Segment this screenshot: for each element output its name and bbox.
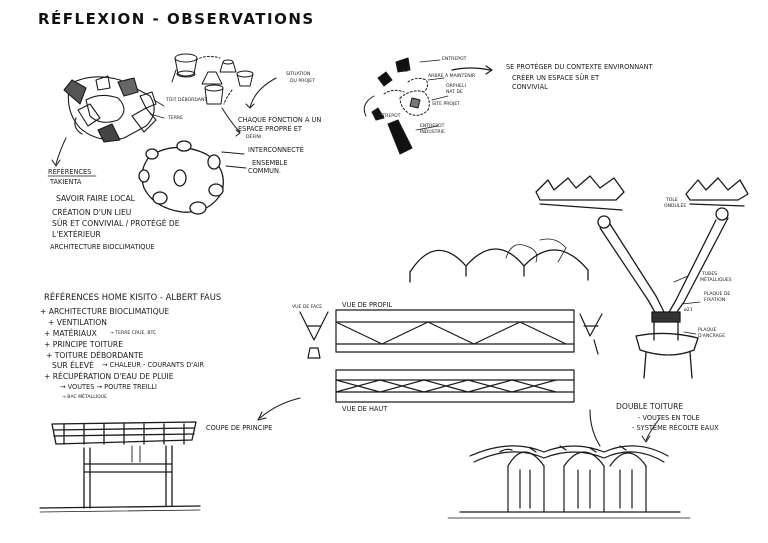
reference-item-2: CRÉATION D'UN LIEU <box>52 208 132 217</box>
arches-drawing <box>409 238 589 283</box>
label-du-projet: DU PROJET <box>290 79 316 84</box>
label-site: SITE <box>398 69 408 74</box>
kisito-sureleve-detail: → CHALEUR - COURANTS D'AIR <box>102 361 205 369</box>
reference-item-1: SAVOIR FAIRE LOCAL <box>56 194 135 203</box>
truss-drawing <box>299 309 603 403</box>
label-defini: DÉFINI <box>246 135 262 140</box>
label-systeme-recolte: - SYSTÈME RÉCOLTE EAUX <box>632 424 719 432</box>
site-plan-drawing <box>363 57 493 155</box>
label-ensemble: ENSEMBLE <box>252 159 288 167</box>
kisito-item-6: SUR ÉLEVÉ <box>52 361 94 370</box>
label-ancrage: D'ANCRAGE <box>698 334 726 339</box>
label-creer-espace: CRÉER UN ESPACE SÛR ET <box>512 74 600 82</box>
label-entrepot-2: ENTREPOT <box>376 114 401 119</box>
kisito-item-5: + TOITURE DÉBORDANTE <box>46 351 144 360</box>
label-arbre: ARBRE À MAINTENIR <box>428 74 476 79</box>
references-title-1: RÉFÉRENCES <box>48 168 92 176</box>
label-coupe-principe: COUPE DE PRINCIPE <box>206 424 273 432</box>
hut-icons <box>171 53 254 105</box>
label-convivial: CONVIVIAL <box>512 83 548 91</box>
label-se-proteger: SE PROTÉGER DU CONTEXTE ENVIRONNANT <box>506 63 653 71</box>
arrow-to-function <box>221 107 241 133</box>
kisito-heading: RÉFÉRENCES HOME KISITO - ALBERT FAUS <box>44 292 222 302</box>
label-plaque-de: PLAQUE DE <box>704 292 731 297</box>
label-vue-face: VUE DE FACE <box>292 305 323 310</box>
label-double-toiture: DOUBLE TOITURE <box>616 402 684 411</box>
kisito-voutes: → VOUTES → POUTRE TREILLI <box>60 383 158 391</box>
label-interconnecte: INTERCONNECTÉ <box>248 146 304 154</box>
label-plaque: PLAQUE <box>698 328 717 333</box>
label-tole: TOLE <box>666 198 678 203</box>
reference-item-5: ARCHITECTURE BIOCLIMATIQUE <box>50 243 155 251</box>
label-toit-debordant: TOIT DÉBORDANT <box>166 98 208 103</box>
label-fixation: FIXATION <box>704 298 726 303</box>
double-roof-drawing <box>447 417 691 519</box>
reference-item-3: SÛR ET CONVIVIAL / PROTÉGÉ DE <box>52 219 180 228</box>
kisito-item-3: + MATÉRIAUX <box>44 329 97 338</box>
label-voutes-tole: - VOUTES EN TOLE <box>638 414 700 422</box>
reference-item-4: L'EXTÉRIEUR <box>52 230 101 239</box>
kisito-materiaux-detail: → TERRE CRUE, BTC <box>110 331 157 336</box>
references-title-2: TAKIENTA <box>50 178 82 186</box>
label-terre: TERRE <box>168 116 183 121</box>
label-entrepot-1: ENTREPOT <box>442 57 467 62</box>
label-metalliques: MÉTALLIQUES <box>700 278 732 283</box>
label-situation: SITUATION <box>286 72 311 77</box>
label-entrepot-industrie-1: ENTREPOT <box>420 124 445 129</box>
kisito-item-1: + ARCHITECTURE BIOCLIMATIQUE <box>40 307 170 316</box>
tree-column-drawing <box>535 175 749 379</box>
label-chaque-fonction: CHAQUE FONCTION A UN <box>238 116 322 124</box>
coupe-drawing <box>39 421 201 513</box>
label-orphelinat-2: NAT DE <box>446 90 463 95</box>
label-espace-propre: ESPACE PROPRE ET <box>238 125 302 133</box>
label-tubes: TUBES <box>702 272 718 277</box>
kisito-item-4: + PRINCIPE TOITURE <box>44 340 124 349</box>
label-commun: COMMUN. <box>248 167 282 175</box>
label-entrepot-industrie-2: INDUSTRIE <box>420 130 445 135</box>
dwelling-cluster-drawing <box>63 75 157 143</box>
label-vue-profil: VUE DE PROFIL <box>342 301 393 309</box>
ring-diagram <box>138 140 224 215</box>
arrow-to-section <box>259 397 301 419</box>
label-vue-haut: VUE DE HAUT <box>342 405 388 413</box>
label-site-projet: SITE PROJET <box>432 102 461 107</box>
label-d21: ø21 <box>684 308 693 313</box>
label-orphelinat-1: ORPHELI <box>446 84 466 89</box>
kisito-bac: → BAC MÉTALLIQUE <box>62 395 108 400</box>
kisito-item-7: + RÉCUPÉRATION D'EAU DE PLUIE <box>44 372 174 381</box>
page-title: RÉFLEXION - OBSERVATIONS <box>38 10 315 28</box>
label-ondulee: ONDULÉE <box>664 204 687 209</box>
kisito-item-2: + VENTILATION <box>48 318 107 327</box>
truss-front-view <box>299 311 329 341</box>
